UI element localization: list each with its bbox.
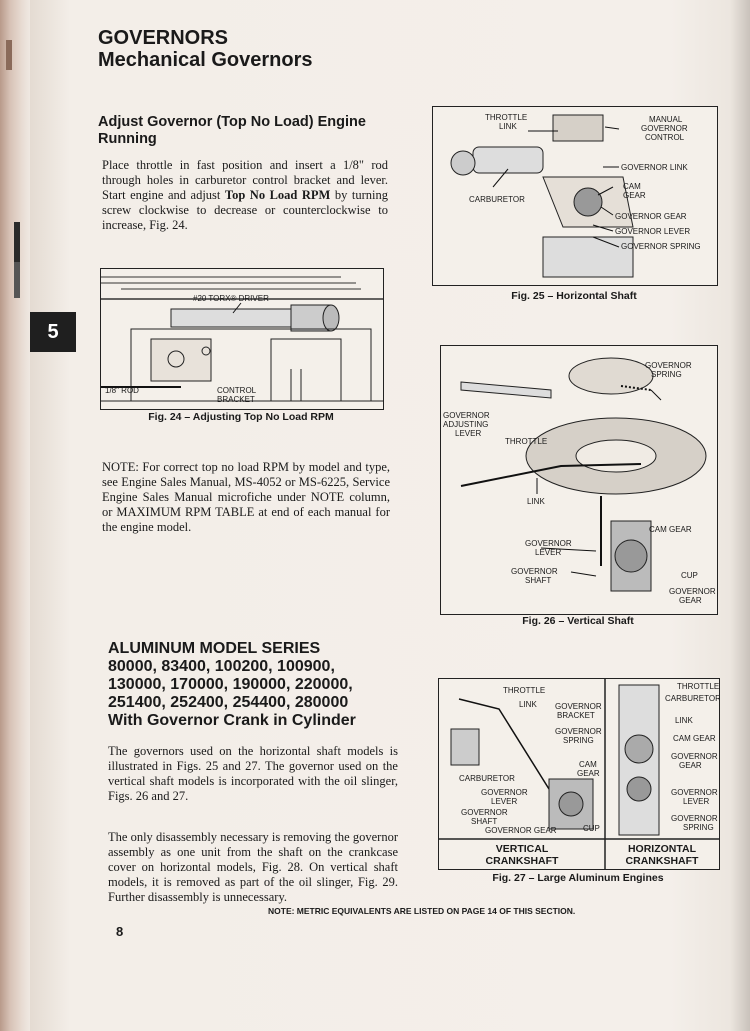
label-shaft: SHAFT bbox=[525, 576, 551, 585]
label-gear: GEAR bbox=[679, 596, 702, 605]
label-governor-spring: GOVERNOR SPRING bbox=[621, 242, 701, 251]
label-governor-h: GOVERNOR bbox=[671, 752, 718, 761]
label-governor-2: GOVERNOR bbox=[443, 411, 490, 420]
page-number: 8 bbox=[116, 924, 124, 939]
label-governor-link: GOVERNOR LINK bbox=[621, 163, 688, 172]
footer-note: NOTE: METRIC EQUIVALENTS ARE LISTED ON P… bbox=[268, 906, 576, 916]
label-shaft-v: SHAFT bbox=[471, 817, 497, 826]
label-lever-h: LEVER bbox=[683, 797, 709, 806]
label-throttle-h: THROTTLE bbox=[677, 682, 719, 691]
governors-paragraph: The governors used on the horizontal sha… bbox=[108, 744, 398, 803]
label-lever: LEVER bbox=[455, 429, 481, 438]
label-cam-v: CAM bbox=[579, 760, 597, 769]
figure-25: THROTTLE LINK MANUAL GOVERNOR CONTROL GO… bbox=[432, 106, 718, 286]
label-torx-driver: #20 TORX® DRIVER bbox=[193, 294, 269, 303]
label-cam-gear-h: CAM GEAR bbox=[673, 734, 716, 743]
label-cam-gear: CAM GEAR bbox=[649, 525, 692, 534]
label-spring: SPRING bbox=[651, 370, 682, 379]
series-heading: ALUMINUM MODEL SERIES 80000, 83400, 1002… bbox=[108, 640, 408, 730]
figure-24: #20 TORX® DRIVER 1/8" ROD CONTROL BRACKE… bbox=[100, 268, 384, 410]
label-spring-h: SPRING bbox=[683, 823, 714, 832]
label-governor-lever: GOVERNOR LEVER bbox=[615, 227, 690, 236]
page-binding bbox=[0, 0, 30, 1031]
label-gear: GEAR bbox=[623, 191, 646, 200]
label-rod: 1/8" ROD bbox=[105, 386, 139, 395]
label-lever-v: LEVER bbox=[491, 797, 517, 806]
label-lever-2: LEVER bbox=[535, 548, 561, 557]
label-adjusting: ADJUSTING bbox=[443, 420, 488, 429]
label-cup-v: CUP bbox=[583, 824, 600, 833]
label-carburetor: CARBURETOR bbox=[469, 195, 525, 204]
label-carburetor-h: CARBURETOR bbox=[665, 694, 719, 703]
label-crankshaft-v: CRANKSHAFT bbox=[485, 855, 559, 867]
figure-26: GOVERNOR SPRING GOVERNOR ADJUSTING LEVER… bbox=[440, 345, 718, 615]
binding-tab-mark bbox=[6, 40, 12, 70]
adjust-text-bold: Top No Load RPM bbox=[224, 188, 331, 202]
label-cup: CUP bbox=[681, 571, 698, 580]
label-governor-h2: GOVERNOR bbox=[671, 788, 718, 797]
label-governor-v: GOVERNOR bbox=[555, 702, 602, 711]
label-throttle-v: THROTTLE bbox=[503, 686, 545, 695]
adjust-text-b: by turning screw clockwise to decrease o… bbox=[102, 188, 388, 232]
horizontal-crankshaft-label: HORIZONTAL CRANKSHAFT bbox=[605, 843, 719, 867]
label-governor-5: GOVERNOR bbox=[669, 587, 716, 596]
figure-27-caption: Fig. 27 – Large Aluminum Engines bbox=[492, 872, 664, 884]
label-link: LINK bbox=[499, 122, 517, 131]
label-governor: GOVERNOR bbox=[641, 124, 688, 133]
label-link-h: LINK bbox=[675, 716, 693, 725]
label-throttle: THROTTLE bbox=[505, 437, 547, 446]
binding-tab-mark bbox=[14, 262, 20, 298]
figure-26-illustration: GOVERNOR SPRING GOVERNOR ADJUSTING LEVER… bbox=[443, 357, 716, 605]
label-crankshaft-h: CRANKSHAFT bbox=[625, 855, 699, 867]
adjust-paragraph: Place throttle in fast position and inse… bbox=[102, 158, 388, 233]
figure-24-illustration: #20 TORX® DRIVER 1/8" ROD CONTROL BRACKE… bbox=[101, 276, 383, 404]
series-line-4: With Governor Crank in Cylinder bbox=[108, 712, 356, 729]
disassembly-paragraph: The only disassembly necessary is removi… bbox=[108, 830, 398, 904]
label-bracket: BRACKET bbox=[217, 395, 255, 404]
series-title: ALUMINUM MODEL SERIES bbox=[108, 640, 321, 657]
binding-tab-mark bbox=[14, 222, 20, 262]
series-line-3: 251400, 252400, 254400, 280000 bbox=[108, 694, 349, 711]
label-gear-v: GEAR bbox=[577, 769, 600, 778]
label-manual: MANUAL bbox=[649, 115, 683, 124]
figure-25-illustration: THROTTLE LINK MANUAL GOVERNOR CONTROL GO… bbox=[450, 113, 701, 278]
figure-26-caption: Fig. 26 – Vertical Shaft bbox=[522, 615, 634, 627]
label-control: CONTROL bbox=[645, 133, 685, 142]
label-horizontal: HORIZONTAL bbox=[627, 843, 697, 855]
page-title: GOVERNORS bbox=[98, 27, 229, 49]
figure-27-illustration: THROTTLE LINK GOVERNOR BRACKET GOVERNOR … bbox=[439, 679, 721, 869]
label-throttle: THROTTLE bbox=[485, 113, 527, 122]
label-governor-h3: GOVERNOR bbox=[671, 814, 718, 823]
adjust-text-a: Place throttle in fast position and inse… bbox=[102, 158, 388, 202]
label-governor: GOVERNOR bbox=[645, 361, 692, 370]
page-subtitle: Mechanical Governors bbox=[98, 49, 313, 71]
section-heading-adjust: Adjust Governor (Top No Load) Engine Run… bbox=[98, 114, 366, 147]
figure-25-caption: Fig. 25 – Horizontal Shaft bbox=[511, 290, 637, 302]
series-line-2: 130000, 170000, 190000, 220000, bbox=[108, 676, 353, 693]
figure-27: THROTTLE LINK GOVERNOR BRACKET GOVERNOR … bbox=[438, 678, 721, 870]
label-vertical: VERTICAL bbox=[495, 843, 549, 855]
series-line-1: 80000, 83400, 100200, 100900, bbox=[108, 658, 335, 675]
label-link: LINK bbox=[527, 497, 545, 506]
note-paragraph: NOTE: For correct top no load RPM by mod… bbox=[102, 460, 390, 534]
vertical-crankshaft-label: VERTICAL CRANKSHAFT bbox=[439, 843, 605, 867]
label-bracket-v: BRACKET bbox=[557, 711, 595, 720]
label-cam: CAM bbox=[623, 182, 641, 191]
label-governor-v3: GOVERNOR bbox=[481, 788, 528, 797]
label-governor-gear-v: GOVERNOR GEAR bbox=[485, 826, 557, 835]
label-carburetor-v: CARBURETOR bbox=[459, 774, 515, 783]
label-spring-v: SPRING bbox=[563, 736, 594, 745]
label-control: CONTROL bbox=[217, 386, 257, 395]
label-gear-h: GEAR bbox=[679, 761, 702, 770]
figure-24-caption: Fig. 24 – Adjusting Top No Load RPM bbox=[148, 411, 334, 423]
section-tab: 5 bbox=[30, 312, 76, 352]
label-governor-v4: GOVERNOR bbox=[461, 808, 508, 817]
label-governor-3: GOVERNOR bbox=[525, 539, 572, 548]
label-link-v: LINK bbox=[519, 700, 537, 709]
label-governor-4: GOVERNOR bbox=[511, 567, 558, 576]
label-governor-v2: GOVERNOR bbox=[555, 727, 602, 736]
label-governor-gear: GOVERNOR GEAR bbox=[615, 212, 687, 221]
